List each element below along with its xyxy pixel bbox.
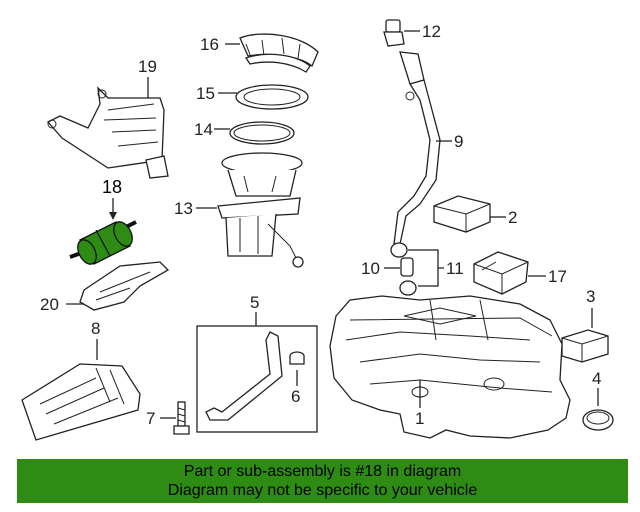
callout-2-label: 2: [508, 208, 517, 227]
part-2-drawing: [433, 195, 491, 233]
part-7-drawing: [173, 401, 190, 435]
callout-3-label: 3: [586, 287, 595, 306]
callout-6-label: 6: [291, 387, 300, 406]
notice-line-1: Part or sub-assembly is #18 in diagram: [183, 463, 462, 480]
part-16-drawing: [239, 33, 319, 73]
callout-9-label: 9: [454, 132, 463, 151]
part-6-drawing: [289, 351, 305, 365]
callout-11-label: 11: [446, 259, 464, 278]
part-17-drawing: [473, 251, 529, 295]
part-11-drawing: [390, 242, 417, 296]
part-4-drawing: [582, 409, 614, 431]
callout-11-bracket: [408, 249, 444, 287]
callout-4-label: 4: [592, 369, 601, 388]
callout-5-label: 5: [250, 293, 259, 312]
callout-12-label: 12: [422, 22, 441, 41]
callout-7-label: 7: [146, 409, 155, 428]
part-15-drawing: [235, 84, 309, 110]
part-3-drawing: [561, 329, 609, 363]
callout-16-label: 16: [200, 35, 219, 54]
callout-20-label: 20: [40, 295, 59, 314]
part-19-drawing: [46, 86, 169, 179]
callout-18-label: 18: [102, 177, 122, 197]
callout-8-label: 8: [91, 319, 100, 338]
notice-banner: Part or sub-assembly is #18 in diagram D…: [17, 459, 628, 503]
part-12-drawing: [383, 19, 405, 47]
notice-line-2: Diagram may not be specific to your vehi…: [167, 482, 478, 499]
part-9-drawing: [393, 51, 441, 245]
part-13-drawing: [217, 152, 304, 268]
part-20-drawing: [79, 261, 170, 311]
callout-18-arrow: [109, 212, 117, 220]
callout-19-label: 19: [138, 57, 157, 76]
part-5-drawing: [205, 331, 283, 421]
part-8-drawing: [21, 363, 141, 441]
callout-10-label: 10: [361, 259, 380, 278]
callout-1-label: 1: [415, 409, 424, 428]
callout-14-label: 14: [194, 120, 213, 139]
part-14-drawing: [229, 121, 295, 145]
callout-13-label: 13: [174, 199, 193, 218]
callout-15-label: 15: [196, 84, 215, 103]
part-5-box: [196, 325, 318, 433]
part-10-drawing: [400, 257, 414, 277]
callout-17-label: 17: [548, 267, 567, 286]
part-1-drawing: [329, 295, 571, 439]
part-18-drawing: [69, 220, 137, 265]
